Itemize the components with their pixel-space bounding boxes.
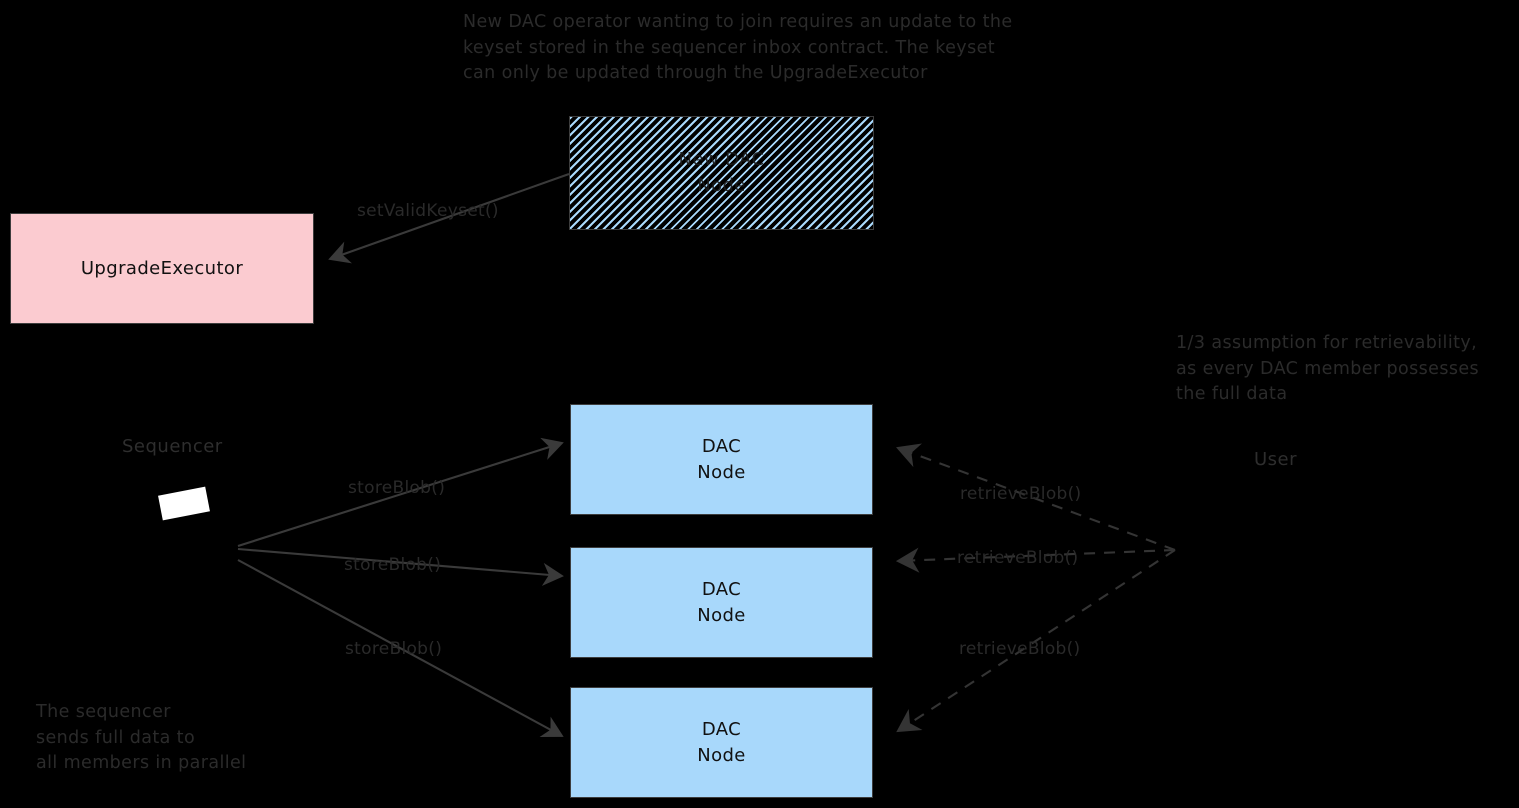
user-label: User	[1254, 449, 1298, 470]
edge-retrieve-blob-3	[896, 549, 1176, 733]
edge-store-blob-2	[237, 547, 564, 586]
edge-label-retrieve-blob-1: retrieveBlob()	[960, 484, 1082, 504]
edge-label-store-blob-1: storeBlob()	[348, 478, 446, 498]
note-keyset-update: New DAC operator wanting to join require…	[463, 12, 1013, 83]
edge-store-blob-3	[237, 559, 564, 737]
new-dac-node-label: New DAC Node	[678, 149, 765, 196]
dac-node-label-1: DAC Node	[697, 435, 746, 483]
dac-node-label-3: DAC Node	[697, 718, 746, 766]
edge-label-retrieve-blob-2: retrieveBlob()	[957, 548, 1079, 568]
dac-node-label-2: DAC Node	[697, 578, 746, 626]
upgrade-executor-label: UpgradeExecutor	[80, 257, 244, 279]
dac-node-box-2[interactable]: DAC Node	[570, 547, 873, 658]
edge-label-retrieve-blob-3: retrieveBlob()	[959, 639, 1081, 659]
edge-label-set-valid-keyset: setValidKeyset()	[357, 201, 499, 221]
upgrade-executor-box[interactable]: UpgradeExecutor	[10, 213, 314, 324]
note-retrievability: 1/3 assumption for retrievability, as ev…	[1176, 333, 1480, 404]
note-sequencer-parallel: The sequencer sends full data to all mem…	[36, 702, 247, 773]
dac-node-box-1[interactable]: DAC Node	[570, 404, 873, 515]
edge-retrieve-blob-1	[896, 443, 1176, 551]
edge-label-store-blob-2: storeBlob()	[344, 555, 442, 575]
edge-retrieve-blob-2	[895, 547, 1176, 573]
new-dac-node-box[interactable]: New DAC Node	[569, 116, 874, 230]
sequencer-label: Sequencer	[122, 436, 223, 457]
dac-node-box-3[interactable]: DAC Node	[570, 687, 873, 798]
edge-label-store-blob-3: storeBlob()	[345, 639, 443, 659]
edge-set-valid-keyset	[328, 173, 570, 264]
edge-store-blob-1	[237, 437, 564, 548]
